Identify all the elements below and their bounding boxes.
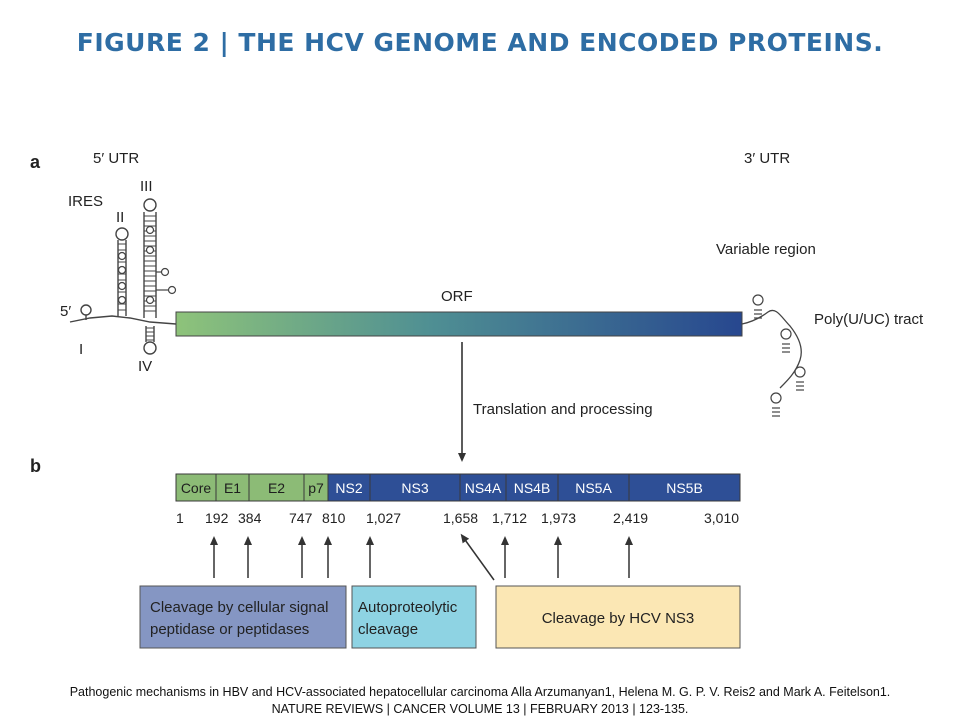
translation-label: Translation and processing <box>473 401 653 418</box>
segment-label-core: Core <box>181 480 212 496</box>
segment-label-ns4a: NS4A <box>465 480 502 496</box>
segment-ns5b <box>628 473 741 502</box>
segment-label-ns4b: NS4B <box>514 480 551 496</box>
variable-region-label: Variable region <box>716 241 816 258</box>
polyprotein-bar: Core E1 E2 p7 NS2 NS3 NS4A NS4B NS5A NS5B <box>175 473 741 502</box>
autoproteolytic-box <box>351 585 477 649</box>
segment-e1 <box>215 473 250 502</box>
utr3-loop-0 <box>752 294 764 306</box>
stem-loop-I-label: I <box>79 341 83 358</box>
stem-loop-III-label: III <box>140 178 153 195</box>
utr3-loop-1 <box>780 328 792 340</box>
citation: Pathogenic mechanisms in HBV and HCV-ass… <box>0 684 960 718</box>
signal-peptidase-box <box>139 585 347 649</box>
signal-peptidase-text-1: Cleavage by cellular signal <box>150 599 328 616</box>
segment-e2 <box>248 473 305 502</box>
ns3-cleavage-box <box>495 585 741 649</box>
ires-label: IRES <box>68 193 103 210</box>
position-label-8: 1,973 <box>541 510 576 526</box>
position-label-0: 1 <box>176 510 184 526</box>
panel-b-label: b <box>30 456 41 476</box>
utr3-loop-2 <box>794 366 806 378</box>
segment-core <box>175 473 217 502</box>
citation-line-2: NATURE REVIEWS | CANCER VOLUME 13 | FEBR… <box>271 702 689 716</box>
segment-label-e1: E1 <box>224 480 241 496</box>
stem-loop-II-label: II <box>116 209 124 226</box>
autoproteolytic-text-1: Autoproteolytic <box>358 599 458 616</box>
segment-ns3 <box>369 473 461 502</box>
citation-line-1: Pathogenic mechanisms in HBV and HCV-ass… <box>69 685 891 699</box>
poly-tract-label: Poly(U/UC) tract <box>814 311 924 328</box>
position-label-3: 747 <box>289 510 313 526</box>
panel-a-label: a <box>30 152 41 172</box>
cleavage-arrows <box>210 533 633 581</box>
utr3-label: 3′ UTR <box>744 150 790 167</box>
signal-peptidase-text-2: peptidase or peptidases <box>150 621 309 638</box>
position-label-5: 1,027 <box>366 510 401 526</box>
segment-ns4b <box>505 473 559 502</box>
position-label-9: 2,419 <box>613 510 648 526</box>
position-label-10: 3,010 <box>704 510 739 526</box>
segment-label-e2: E2 <box>268 480 285 496</box>
position-labels: 1 192 384 747 810 1,027 1,658 1,712 1,973 2,419 3,… <box>176 510 739 526</box>
utr3-loop-3 <box>770 392 782 404</box>
utr5-bulges <box>117 225 177 305</box>
orf-bar <box>175 311 743 337</box>
segment-label-p7: p7 <box>308 480 324 496</box>
orf-label: ORF <box>441 288 473 305</box>
segment-label-ns2: NS2 <box>335 480 362 496</box>
position-label-4: 810 <box>322 510 346 526</box>
position-label-2: 384 <box>238 510 262 526</box>
segment-label-ns5a: NS5A <box>575 480 612 496</box>
utr3-structure <box>741 309 802 389</box>
five-prime-label: 5′ <box>60 303 71 320</box>
stem-loop-IV-label: IV <box>138 358 152 375</box>
utr5-structure <box>69 198 177 355</box>
utr5-label: 5′ UTR <box>93 150 139 167</box>
position-label-6: 1,658 <box>443 510 478 526</box>
figure-title: FIGURE 2 | THE HCV GENOME AND ENCODED PR… <box>76 28 884 57</box>
segment-ns5a <box>557 473 630 502</box>
position-label-7: 1,712 <box>492 510 527 526</box>
utr3-stem-loops <box>752 294 806 417</box>
ns3-cleavage-text: Cleavage by HCV NS3 <box>542 610 695 627</box>
arrow-ns3-diagonal <box>460 533 495 581</box>
autoproteolytic-text-2: cleavage <box>358 621 418 638</box>
segment-label-ns3: NS3 <box>401 480 428 496</box>
position-label-1: 192 <box>205 510 229 526</box>
segment-label-ns5b: NS5B <box>666 480 703 496</box>
